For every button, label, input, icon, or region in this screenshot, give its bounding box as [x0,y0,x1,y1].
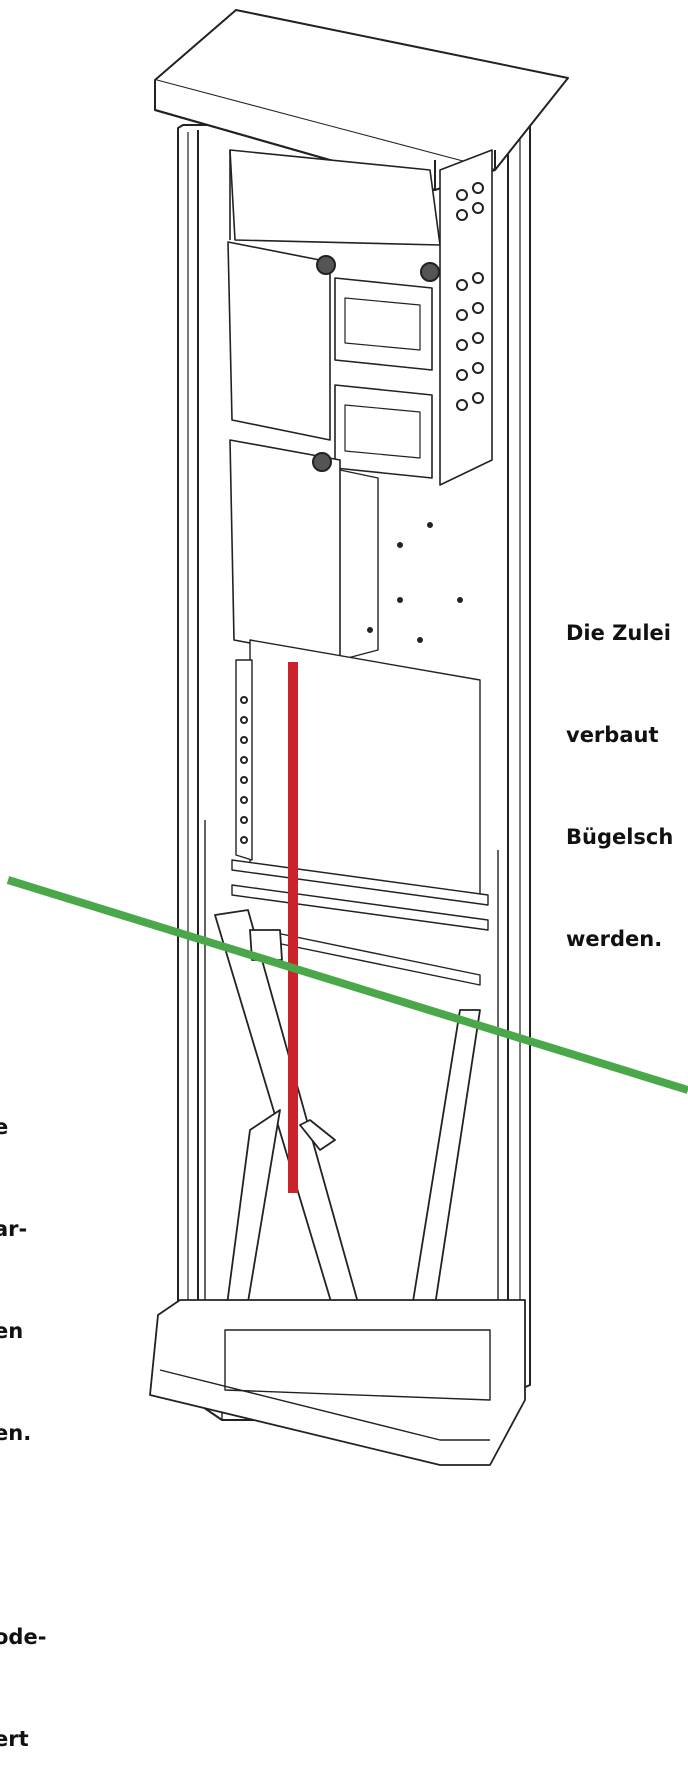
right-annotation-line: werden. [566,927,663,951]
left-annotation: e ar- en en. ode- ert [0,1042,46,1790]
base-foot [149,1299,526,1466]
left-annotation-line: e [0,1115,9,1139]
socket-panel [420,149,493,486]
left-annotation-line: ert [0,1727,29,1751]
charging-column-diagram [6,9,688,1466]
right-annotation-line: verbaut [566,723,659,747]
right-annotation: Die Zulei verbaut Bügelsch werden. [566,548,673,990]
right-annotation-line: Die Zulei [566,621,671,645]
left-annotation-line: en. [0,1421,32,1445]
left-annotation-line [0,1518,46,1552]
upper-cover-plate [227,241,336,441]
meter-box-upper [334,277,433,371]
left-annotation-line: ode- [0,1625,47,1649]
left-annotation-line: ar- [0,1217,28,1241]
right-annotation-line: Bügelsch [566,825,674,849]
terminal-strip [235,659,253,861]
meter-box-lower [334,384,433,479]
ground-level-line [6,876,688,1094]
left-annotation-line: en [0,1319,24,1343]
x-frame-support [214,909,481,1326]
